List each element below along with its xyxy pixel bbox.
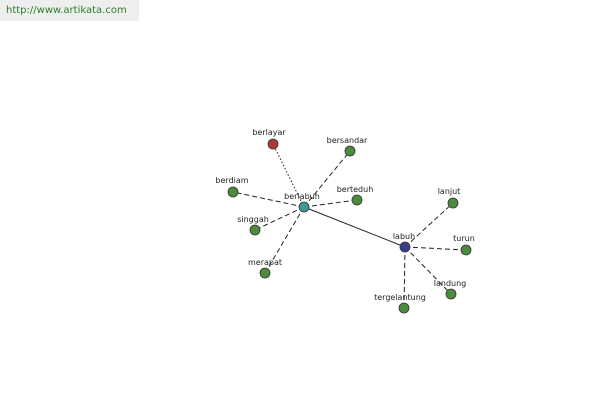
edge-berlabuh-singgah — [254, 206, 305, 231]
node-dot-berdiam[interactable] — [227, 186, 239, 198]
edge-berlabuh-labuh — [303, 206, 406, 248]
node-berteduh[interactable]: berteduh — [337, 185, 374, 206]
node-berlabuh[interactable]: berlabuh — [284, 192, 320, 213]
node-label-lanjut[interactable]: lanjut — [438, 187, 461, 196]
node-turun[interactable]: turun — [453, 234, 475, 256]
edge-labuh-tergelantung — [403, 246, 406, 309]
node-label-turun[interactable]: turun — [453, 234, 475, 243]
node-label-berteduh[interactable]: berteduh — [337, 185, 374, 194]
node-label-labuh[interactable]: labuh — [393, 232, 415, 241]
node-dot-berlabuh[interactable] — [298, 201, 310, 213]
node-dot-lanjut[interactable] — [447, 197, 459, 209]
node-dot-labuh[interactable] — [399, 241, 411, 253]
node-label-landung[interactable]: landung — [434, 279, 467, 288]
node-label-tergelantung[interactable]: tergelantung — [374, 293, 426, 302]
node-berlayar[interactable]: berlayar — [252, 128, 286, 150]
edge-berlabuh-berteduh — [303, 199, 358, 208]
node-labuh[interactable]: labuh — [393, 232, 415, 253]
node-dot-landung[interactable] — [445, 288, 457, 300]
edge-labuh-lanjut — [404, 202, 454, 248]
node-dot-merapat[interactable] — [259, 267, 271, 279]
edge-labuh-turun — [404, 246, 467, 251]
node-label-berdiam[interactable]: berdiam — [215, 176, 248, 185]
node-bersandar[interactable]: bersandar — [327, 136, 368, 157]
node-label-merapat[interactable]: merapat — [248, 258, 282, 267]
node-dot-berlayar[interactable] — [267, 138, 279, 150]
edge-berlabuh-merapat — [264, 206, 305, 274]
node-dot-turun[interactable] — [460, 244, 472, 256]
node-label-bersandar[interactable]: bersandar — [327, 136, 368, 145]
node-label-singgah[interactable]: singgah — [237, 215, 269, 224]
edge-labuh-landung — [404, 246, 452, 295]
node-lanjut[interactable]: lanjut — [438, 187, 461, 209]
nodes-layer: berlabuh labuh berlayar bersandar berdiam ber… — [215, 128, 475, 314]
edge-berlabuh-berlayar — [272, 143, 305, 208]
node-landung[interactable]: landung — [434, 279, 467, 300]
node-tergelantung[interactable]: tergelantung — [374, 293, 426, 314]
node-merapat[interactable]: merapat — [248, 258, 282, 279]
node-dot-berteduh[interactable] — [351, 194, 363, 206]
node-label-berlayar[interactable]: berlayar — [252, 128, 286, 137]
watermark-url: http://www.artikata.com — [0, 0, 139, 21]
node-label-berlabuh[interactable]: berlabuh — [284, 192, 320, 201]
node-dot-tergelantung[interactable] — [398, 302, 410, 314]
node-berdiam[interactable]: berdiam — [215, 176, 249, 198]
edge-berlabuh-bersandar — [303, 150, 351, 208]
edges-layer — [232, 143, 467, 309]
node-dot-bersandar[interactable] — [344, 145, 356, 157]
edge-berlabuh-berdiam — [232, 191, 305, 208]
node-singgah[interactable]: singgah — [237, 215, 269, 236]
node-dot-singgah[interactable] — [249, 224, 261, 236]
